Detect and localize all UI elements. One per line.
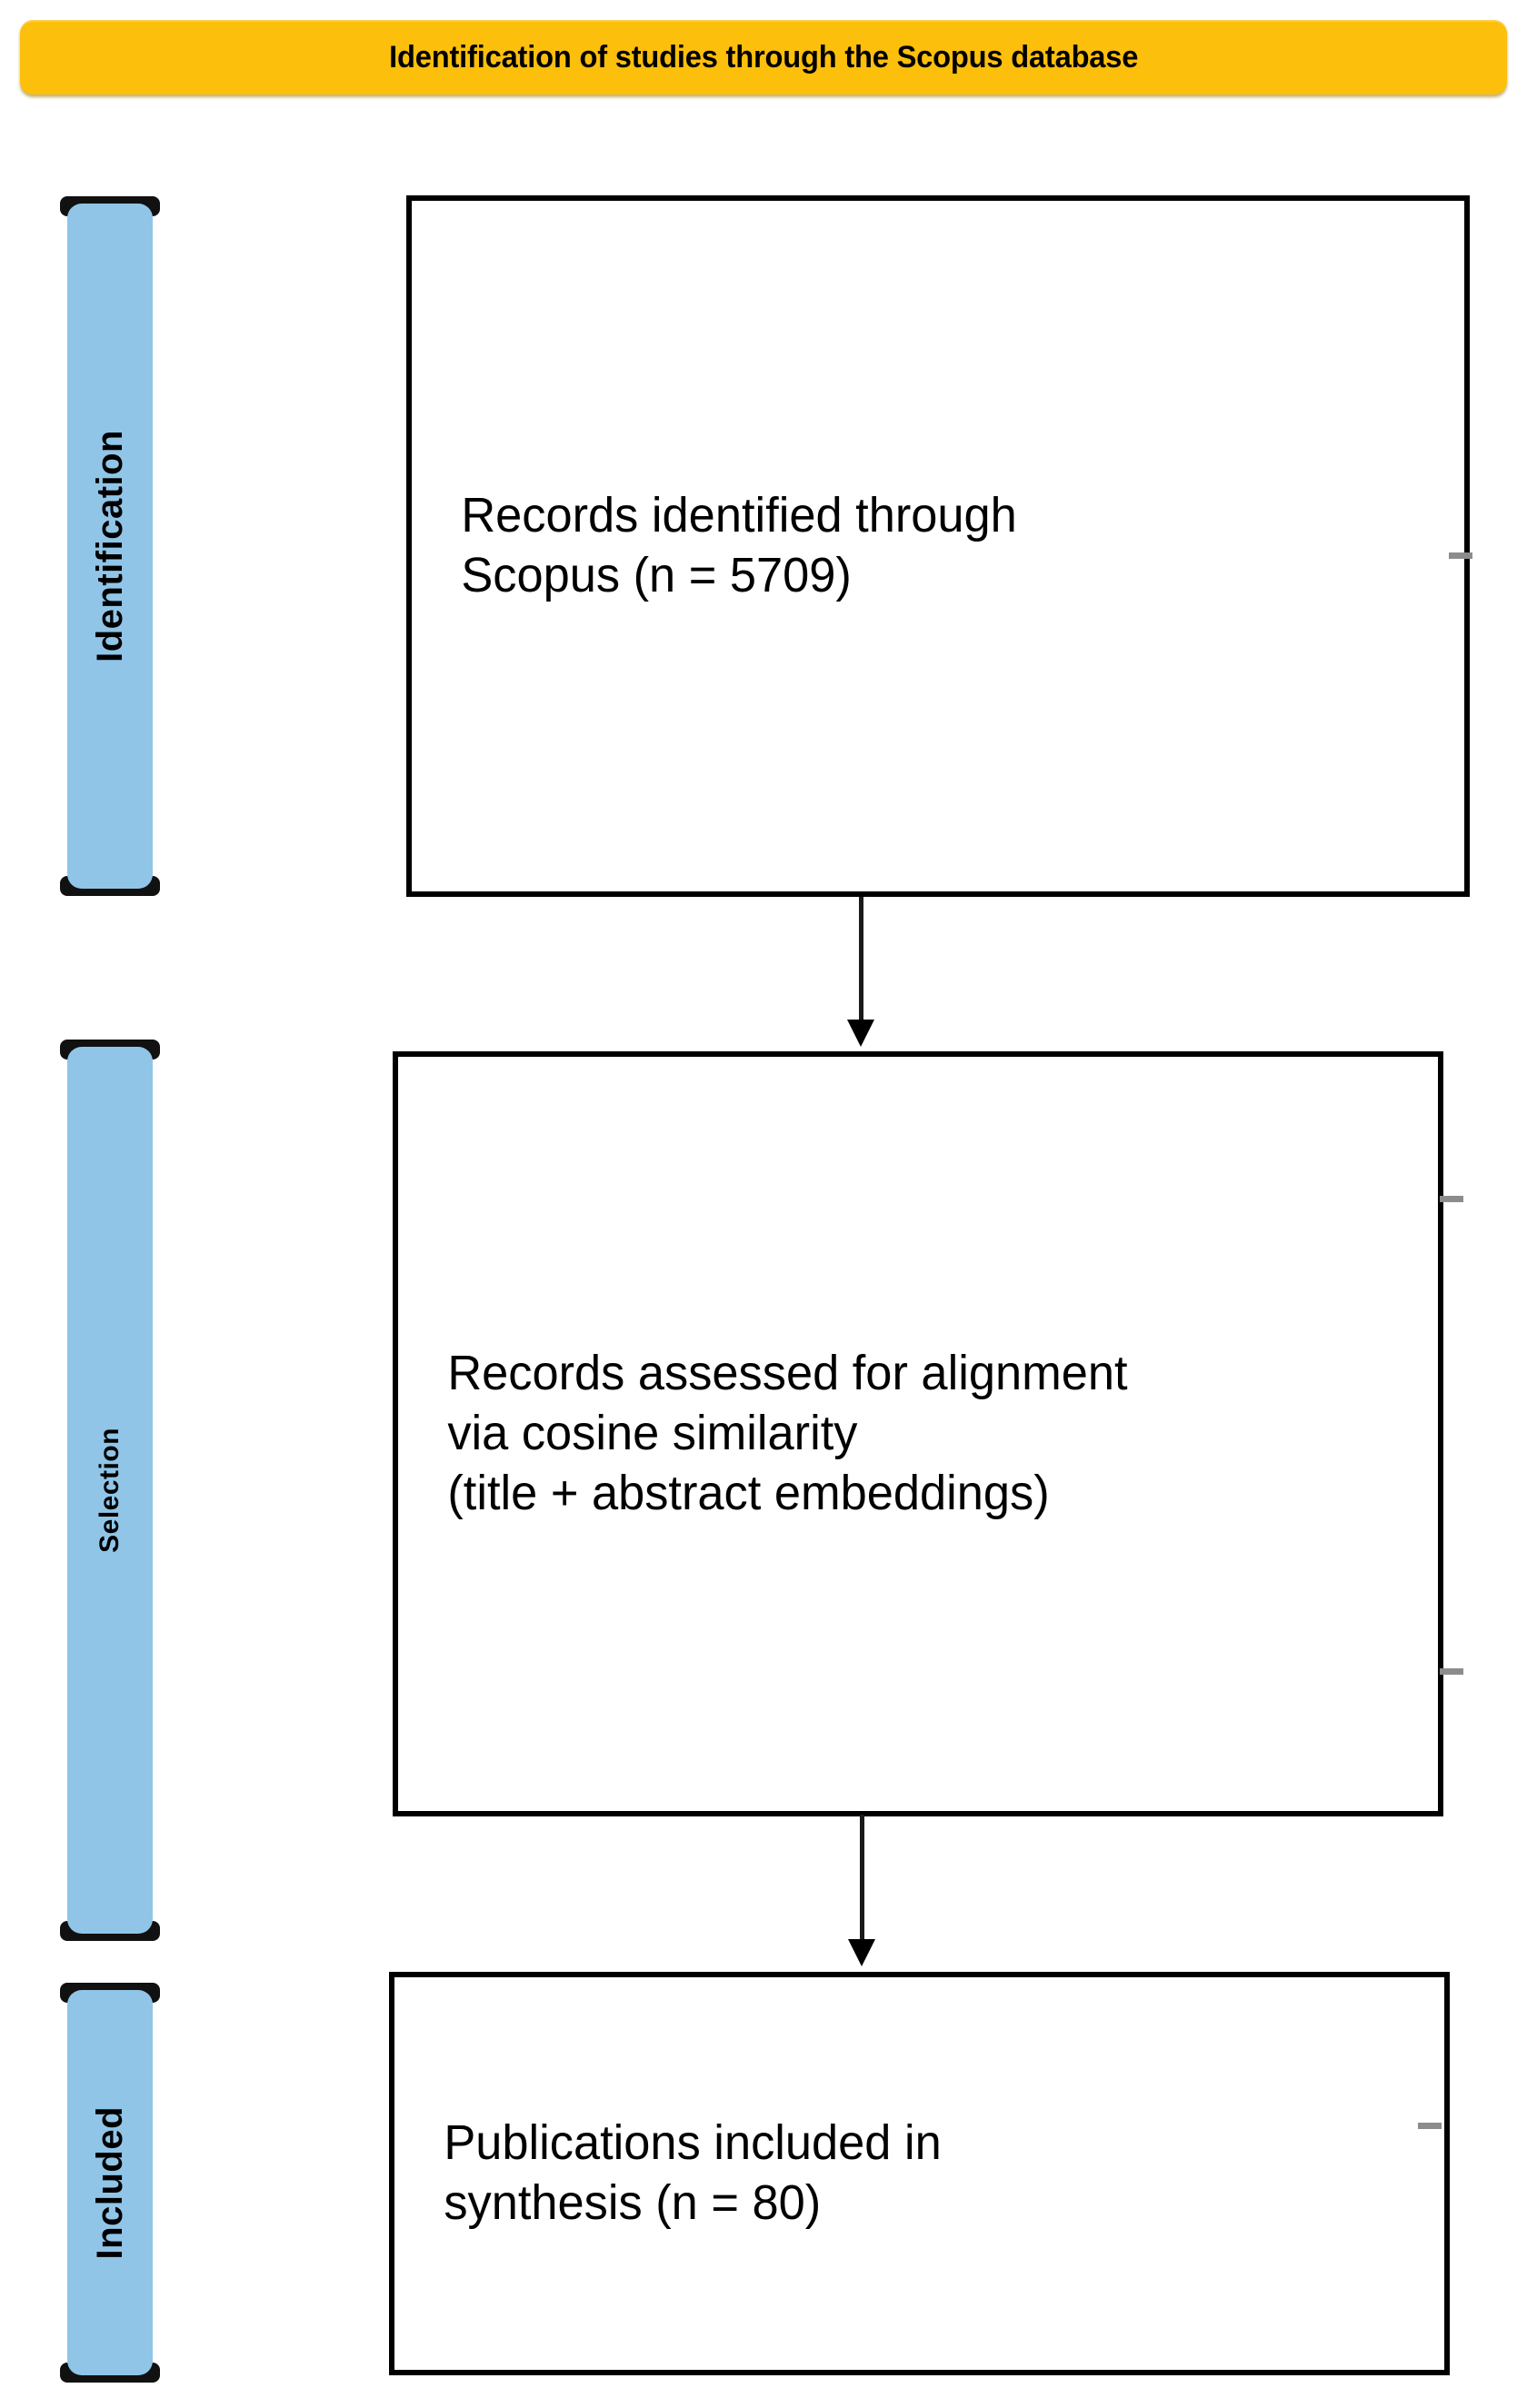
arrow-selection-to-included-shaft [860, 1815, 864, 1942]
box-resize-handle-right[interactable] [1440, 1196, 1463, 1202]
stage-label-selection: Selection [95, 1428, 125, 1553]
box-text-line: Records assessed for alignment [447, 1346, 1128, 1401]
stage-body: Identification [67, 204, 153, 889]
stage-label-included: Included [89, 2105, 130, 2260]
box-records-assessed: Records assessed for alignment via cosin… [393, 1051, 1443, 1816]
box-text-line: Publications included in [444, 2115, 942, 2171]
stage-included: Included [56, 1983, 164, 2383]
box-records-identified: Records identified through Scopus (n = 5… [406, 195, 1470, 897]
box-records-identified-text: Records identified through Scopus (n = 5… [412, 486, 1034, 606]
stage-body: Included [67, 1990, 153, 2375]
box-records-assessed-text: Records assessed for alignment via cosin… [398, 1344, 1145, 1524]
diagram-title: Identification of studies through the Sc… [388, 39, 1139, 75]
stage-body: Selection [67, 1047, 153, 1934]
box-resize-handle-right[interactable] [1418, 2123, 1442, 2129]
box-text-line: synthesis (n = 80) [444, 2175, 822, 2230]
diagram-title-banner: Identification of studies through the Sc… [20, 20, 1507, 95]
stage-selection: Selection [56, 1040, 164, 1941]
stage-identification: Identification [56, 196, 164, 896]
box-resize-handle-right[interactable] [1440, 1668, 1463, 1675]
box-text-line: Scopus (n = 5709) [461, 548, 852, 602]
arrow-identification-to-selection-head [847, 1020, 874, 1047]
arrow-identification-to-selection-shaft [859, 897, 863, 1024]
box-text-line: Records identified through [461, 488, 1017, 543]
stage-label-identification: Identification [89, 430, 130, 662]
box-publications-included: Publications included in synthesis (n = … [389, 1972, 1450, 2375]
box-text-line: via cosine similarity [447, 1406, 858, 1461]
box-publications-included-text: Publications included in synthesis (n = … [394, 2114, 959, 2234]
box-text-line: (title + abstract embeddings) [447, 1465, 1050, 1520]
arrow-selection-to-included-head [848, 1939, 875, 1966]
box-resize-handle-right[interactable] [1449, 552, 1472, 559]
